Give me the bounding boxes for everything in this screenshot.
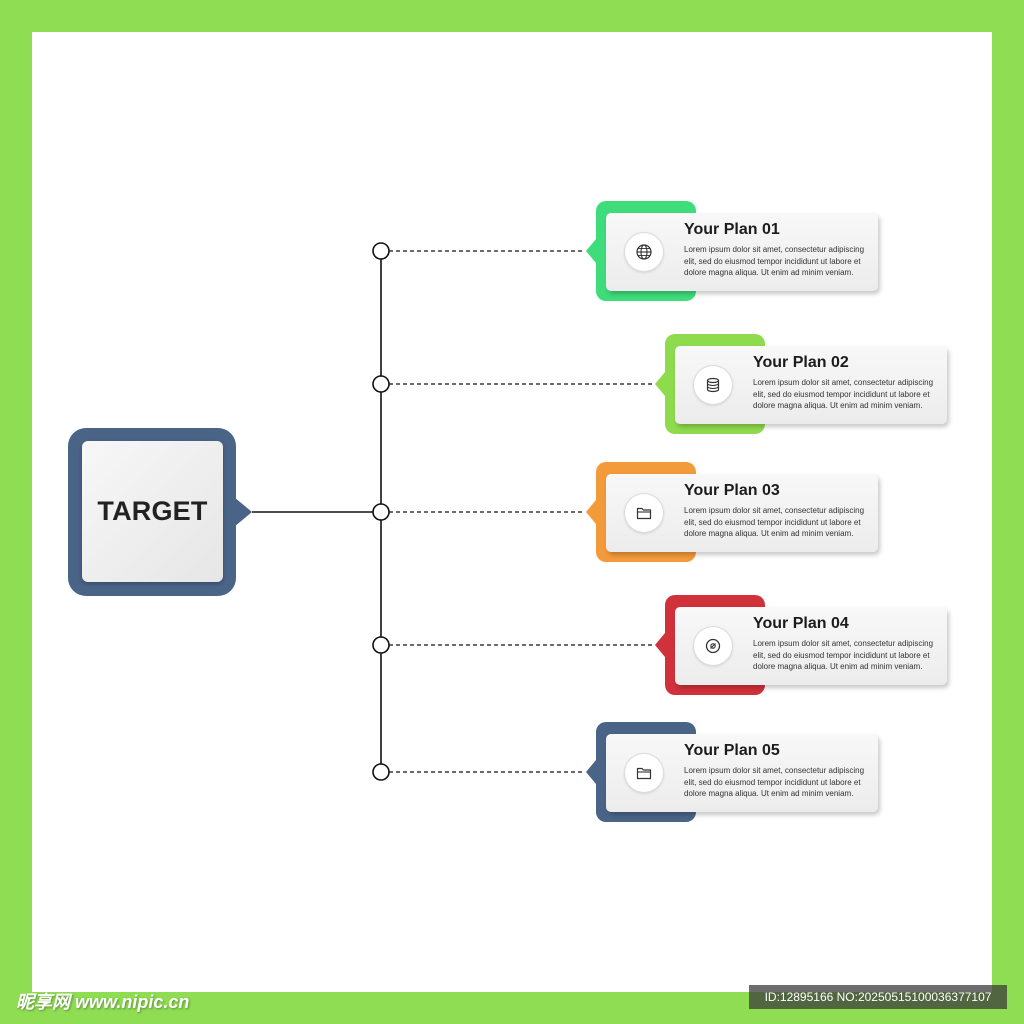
watermark-site: 昵享网 www.nipic.cn [16, 992, 190, 1012]
plan-description: Lorem ipsum dolor sit amet, consectetur … [684, 506, 865, 538]
plan-title: Your Plan 01 [684, 221, 780, 238]
plan-pointer [655, 372, 665, 396]
plan-pointer [586, 500, 596, 524]
plan-title: Your Plan 05 [684, 742, 780, 759]
plan-description: Lorem ipsum dolor sit amet, consectetur … [684, 766, 865, 798]
target-label: TARGET [97, 496, 208, 526]
plan-card: Your Plan 02 Lorem ipsum dolor sit amet, … [675, 346, 947, 424]
target-box: TARGET [82, 441, 223, 582]
plan-card: Your Plan 03 Lorem ipsum dolor sit amet, … [606, 474, 878, 552]
plan-card: Your Plan 01 Lorem ipsum dolor sit amet, … [606, 213, 878, 291]
plan-title: Your Plan 04 [753, 615, 849, 632]
branch-node [372, 375, 390, 393]
branch-node [372, 636, 390, 654]
globe-icon [625, 233, 663, 271]
plan-card: Your Plan 05 Lorem ipsum dolor sit amet, … [606, 734, 878, 812]
plan-card: Your Plan 04 Lorem ipsum dolor sit amet, … [675, 607, 947, 685]
plan-title: Your Plan 02 [753, 354, 849, 371]
plan-description: Lorem ipsum dolor sit amet, consectetur … [753, 639, 934, 671]
plan-description: Lorem ipsum dolor sit amet, consectetur … [753, 378, 934, 410]
plan-item: Your Plan 03 Lorem ipsum dolor sit amet, … [586, 462, 886, 562]
plan-pointer [586, 760, 596, 784]
folder-icon [625, 754, 663, 792]
plan-item: Your Plan 01 Lorem ipsum dolor sit amet, … [586, 201, 886, 301]
database-icon [694, 366, 732, 404]
branch-node [372, 242, 390, 260]
plan-title: Your Plan 03 [684, 482, 780, 499]
plan-item: Your Plan 05 Lorem ipsum dolor sit amet, … [586, 722, 886, 822]
disc-icon [694, 627, 732, 665]
plan-pointer [655, 633, 665, 657]
plan-item: Your Plan 02 Lorem ipsum dolor sit amet, … [655, 334, 955, 434]
plan-pointer [586, 239, 596, 263]
watermark-id: ID:12895166 NO:20250515100036377107 [749, 985, 1007, 1009]
plan-item: Your Plan 04 Lorem ipsum dolor sit amet, … [655, 595, 955, 695]
folder-icon [625, 494, 663, 532]
plan-description: Lorem ipsum dolor sit amet, consectetur … [684, 245, 865, 277]
branch-node [372, 503, 390, 521]
target-pointer [234, 497, 252, 527]
branch-node [372, 763, 390, 781]
